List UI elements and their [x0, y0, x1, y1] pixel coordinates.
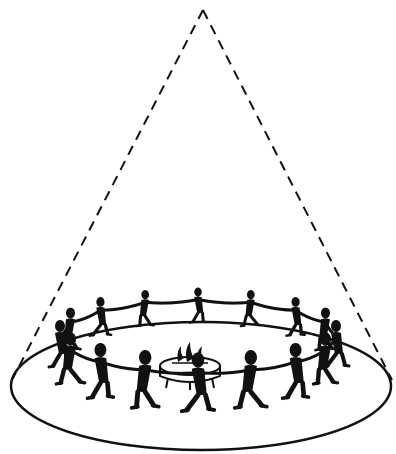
dancer-figure	[283, 343, 309, 398]
dancer-torso	[63, 346, 76, 370]
dancer-head	[320, 332, 331, 345]
dancer-head	[194, 288, 202, 297]
dancer-feet	[56, 382, 84, 384]
dancer-torso	[291, 307, 301, 325]
dancer-legs	[327, 354, 345, 366]
dancer-torso	[95, 357, 109, 383]
dancer-head	[139, 350, 151, 365]
dancer-torso	[242, 365, 257, 392]
dancer-figure	[132, 350, 159, 408]
dancer-figure	[241, 290, 261, 326]
dancer-torso	[140, 299, 149, 316]
linked-arms	[198, 370, 251, 374]
dancer-head	[291, 297, 299, 307]
dancer-figure	[90, 297, 111, 336]
cone-left-edge	[12, 10, 203, 380]
dancer-legs	[187, 395, 210, 410]
dancer-head	[245, 350, 257, 365]
linked-arms	[251, 362, 296, 370]
dancer-legs	[61, 370, 81, 383]
dancer-head	[55, 320, 65, 332]
dancer-head	[331, 320, 341, 332]
dancer-feet	[182, 409, 215, 412]
dancer-torso	[194, 297, 203, 314]
dancer-torso	[245, 299, 254, 316]
dancer-figure	[235, 350, 267, 408]
linked-arms	[251, 302, 296, 310]
linked-arms	[145, 370, 198, 374]
dancer-head	[95, 343, 107, 357]
dancer-feet	[132, 405, 159, 407]
dancer-ring	[49, 288, 349, 412]
dancer-head	[192, 353, 205, 368]
dancer-feet	[313, 382, 337, 384]
dancer-head	[96, 297, 104, 307]
dancer-figure	[137, 290, 154, 326]
dancer-head	[141, 290, 149, 299]
dancer-head	[66, 308, 75, 319]
dancer-head	[65, 332, 76, 345]
dancer-feet	[87, 396, 113, 398]
linked-arms	[71, 310, 101, 322]
linked-arms	[198, 300, 251, 304]
dancer-head	[321, 308, 330, 319]
dancer-head	[247, 290, 255, 299]
dancer-figure	[190, 288, 207, 323]
dancer-torso	[137, 365, 152, 392]
linked-arms	[145, 300, 198, 304]
linked-arms	[100, 302, 145, 310]
dancer-torso	[96, 307, 106, 325]
dancer-feet	[235, 405, 267, 407]
dancer-feet	[90, 334, 111, 336]
dancer-figure	[87, 343, 113, 398]
dancer-torso	[290, 357, 304, 383]
dancer-legs	[93, 325, 108, 335]
dancer-legs	[240, 392, 262, 407]
dancer-feet	[287, 334, 305, 336]
dancer-head	[290, 343, 302, 357]
dancer-feet	[283, 396, 309, 398]
